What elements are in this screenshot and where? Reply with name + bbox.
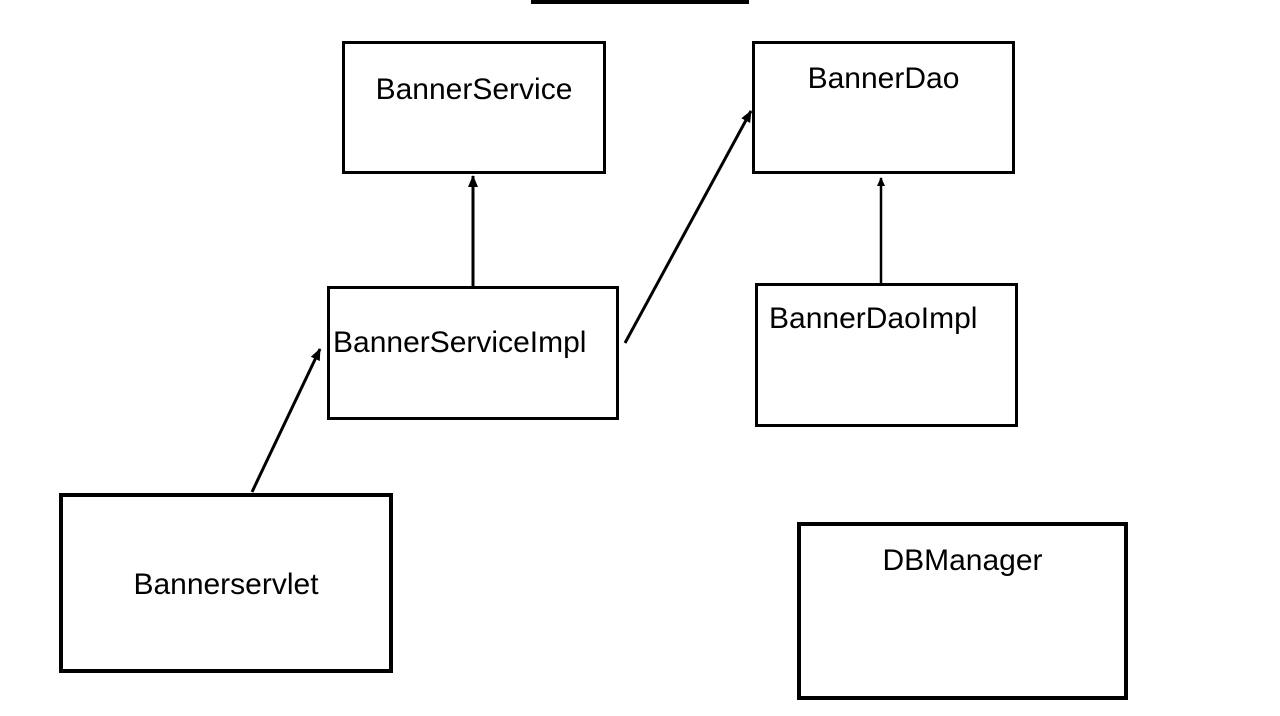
arrow-bannerserviceimpl-to-bannerdao xyxy=(623,110,753,344)
node-banner-service-impl-label: BannerServiceImpl xyxy=(333,326,587,359)
node-db-manager: DBManager xyxy=(797,522,1128,700)
node-banner-dao: BannerDao xyxy=(752,41,1015,174)
node-banner-dao-impl: BannerDaoImpl xyxy=(755,283,1018,427)
node-banner-service-label: BannerService xyxy=(375,73,573,106)
cutoff-box-bottom-edge xyxy=(531,0,749,4)
arrow-bannerservlet-to-bannerserviceimpl xyxy=(250,348,322,493)
node-banner-servlet: Bannerservlet xyxy=(59,493,393,673)
node-banner-dao-impl-label: BannerDaoImpl xyxy=(769,302,978,335)
node-banner-service-impl: BannerServiceImpl xyxy=(327,286,619,420)
node-banner-servlet-label: Bannerservlet xyxy=(133,568,319,601)
node-banner-service: BannerService xyxy=(342,41,606,174)
node-banner-dao-label: BannerDao xyxy=(807,62,960,95)
node-db-manager-label: DBManager xyxy=(882,544,1043,577)
